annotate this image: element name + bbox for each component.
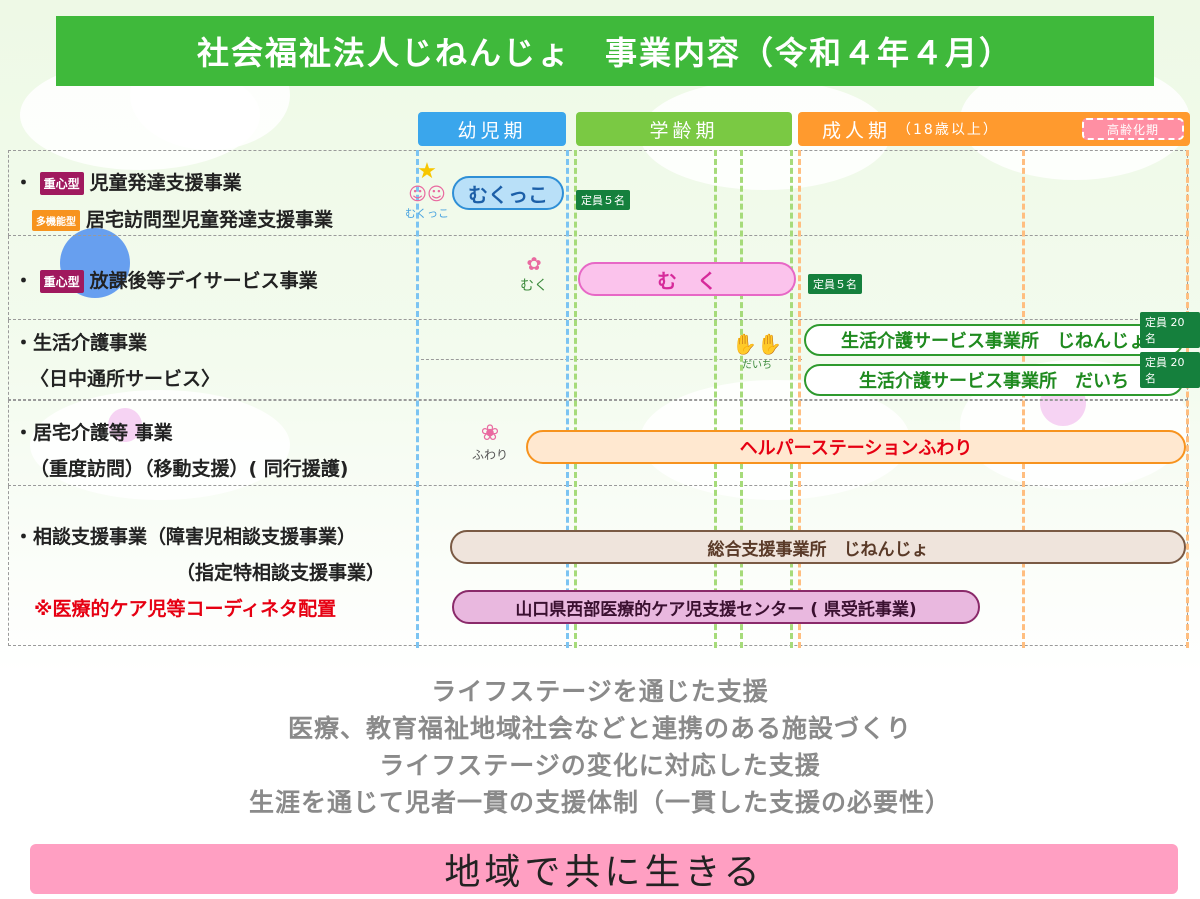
stage-infant: 幼児期 [418, 112, 566, 146]
pill-daichi-life-care: 生活介護サービス事業所 だいち [804, 364, 1184, 396]
capacity-mukukko: 定員５名 [576, 190, 630, 210]
label-after-school: ・ 重心型放課後等デイサービス事業 [14, 266, 318, 293]
pill-mukukko: むくっこ [452, 176, 564, 210]
hands-icon: ✋✋ [732, 331, 782, 356]
section-life-care-divider [416, 359, 802, 360]
muku-logo-text: むく [520, 277, 548, 294]
stage-line-school-mid2 [740, 150, 743, 648]
capacity-jinenjo: 定員 20 名 [1140, 312, 1200, 348]
angel-icon: ❀ [480, 421, 500, 446]
label-life-care: ・生活介護事業 [14, 332, 148, 354]
stage-school-label: 学齢期 [649, 119, 719, 142]
mukukko-label: むくっこ [468, 182, 548, 207]
children-icon: ☺☺ [408, 184, 446, 205]
stage-infant-label: 幼児期 [457, 119, 527, 142]
daichi-logo: ✋✋ だいち [728, 328, 786, 374]
stage-adult-note: （18歳以上） [897, 122, 999, 138]
page-title: 社会福祉法人じねんじょ 事業内容（令和４年４月） [56, 16, 1154, 86]
stage-adult: 成人期 （18歳以上） [798, 112, 1190, 146]
muku-label: む く [657, 268, 717, 293]
stage-line-school-left [574, 150, 577, 648]
mukukko-logo: ★ ☺☺ むくっこ [402, 154, 452, 226]
tag-severe: 重心型 [39, 270, 84, 293]
stage-elderly: 高齢化期 [1082, 118, 1184, 140]
stage-line-adult-left [798, 150, 801, 648]
pill-general-support: 総合支援事業所 じねんじょ [450, 530, 1186, 564]
medical-care-center-label: 山口県西部医療的ケア児支援センター ( 県受託事業) [515, 599, 917, 620]
label-home-care-services: （重度訪問）（移動支援）( 同行援護) [30, 458, 349, 480]
after-school-label: 放課後等デイサービス事業 [89, 270, 318, 292]
bottom-line-2: 医療、教育福祉地域社会などと連携のある施設づくり [287, 714, 912, 743]
bottom-line-3: ライフステージの変化に対応した支援 [379, 751, 821, 780]
muku-logo: ✿ むく [512, 248, 556, 300]
child-development-label: 児童発達支援事業 [89, 172, 242, 194]
bottom-line-1: ライフステージを通じた支援 [431, 677, 769, 706]
label-home-visit-child: 多機能型居宅訪問型児童発達支援事業 [32, 205, 333, 232]
stage-line-adult-right [1186, 150, 1189, 648]
bullet: ・ [14, 172, 34, 194]
label-home-care: ・居宅介護等 事業 [14, 422, 173, 444]
pill-muku: む く [578, 262, 796, 296]
stage-line-infant-right [566, 150, 569, 648]
pill-helper-station: ヘルパーステーションふわり [526, 430, 1186, 464]
capacity-daichi: 定員 20 名 [1140, 352, 1200, 388]
fuwari-logo: ❀ ふわり [464, 412, 516, 472]
stage-line-school-right [790, 150, 793, 648]
daichi-life-care-label: 生活介護サービス事業所 だいち [859, 371, 1129, 392]
stage-line-adult-mid [1022, 150, 1025, 648]
helper-station-label: ヘルパーステーションふわり [739, 438, 973, 459]
home-visit-child-label: 居宅訪問型児童発達支援事業 [86, 209, 334, 231]
label-day-service: 〈日中通所サービス〉 [30, 368, 221, 390]
tag-multifunction: 多機能型 [32, 210, 80, 231]
bullet: ・ [14, 270, 34, 292]
slogan-banner: 地域で共に生きる [30, 844, 1178, 894]
general-support-label: 総合支援事業所 じねんじょ [707, 539, 929, 560]
background-cloud [30, 390, 290, 500]
label-child-development: ・ 重心型児童発達支援事業 [14, 168, 242, 195]
daichi-logo-text: だいち [742, 359, 772, 371]
fuwari-logo-text: ふわり [471, 448, 508, 462]
flower-icon: ✿ [526, 253, 542, 275]
label-medical-care-coordinator: ※医療的ケア児等コーディネタ配置 [34, 598, 337, 620]
pill-medical-care-center: 山口県西部医療的ケア児支援センター ( 県受託事業) [452, 590, 980, 624]
jinenjo-life-care-label: 生活介護サービス事業所 じねんじょ [841, 331, 1147, 352]
capacity-muku: 定員５名 [808, 274, 862, 294]
stage-line-school-mid [714, 150, 717, 648]
mukukko-logo-text: むくっこ [405, 207, 449, 220]
stage-adult-label: 成人期 [822, 119, 892, 142]
star-icon: ★ [417, 159, 437, 184]
label-consultation: ・相談支援事業（障害児相談支援事業） [14, 526, 357, 548]
label-designated-consultation: （指定特相談支援事業） [176, 562, 386, 584]
pill-jinenjo-life-care: 生活介護サービス事業所 じねんじょ [804, 324, 1184, 356]
stage-line-infant-left [416, 150, 419, 648]
balloon-decoration [108, 408, 142, 442]
tag-severe: 重心型 [39, 172, 84, 195]
bottom-line-4: 生涯を通じて児者一貫の支援体制（一貫した支援の必要性） [248, 788, 951, 817]
stage-school: 学齢期 [576, 112, 792, 146]
